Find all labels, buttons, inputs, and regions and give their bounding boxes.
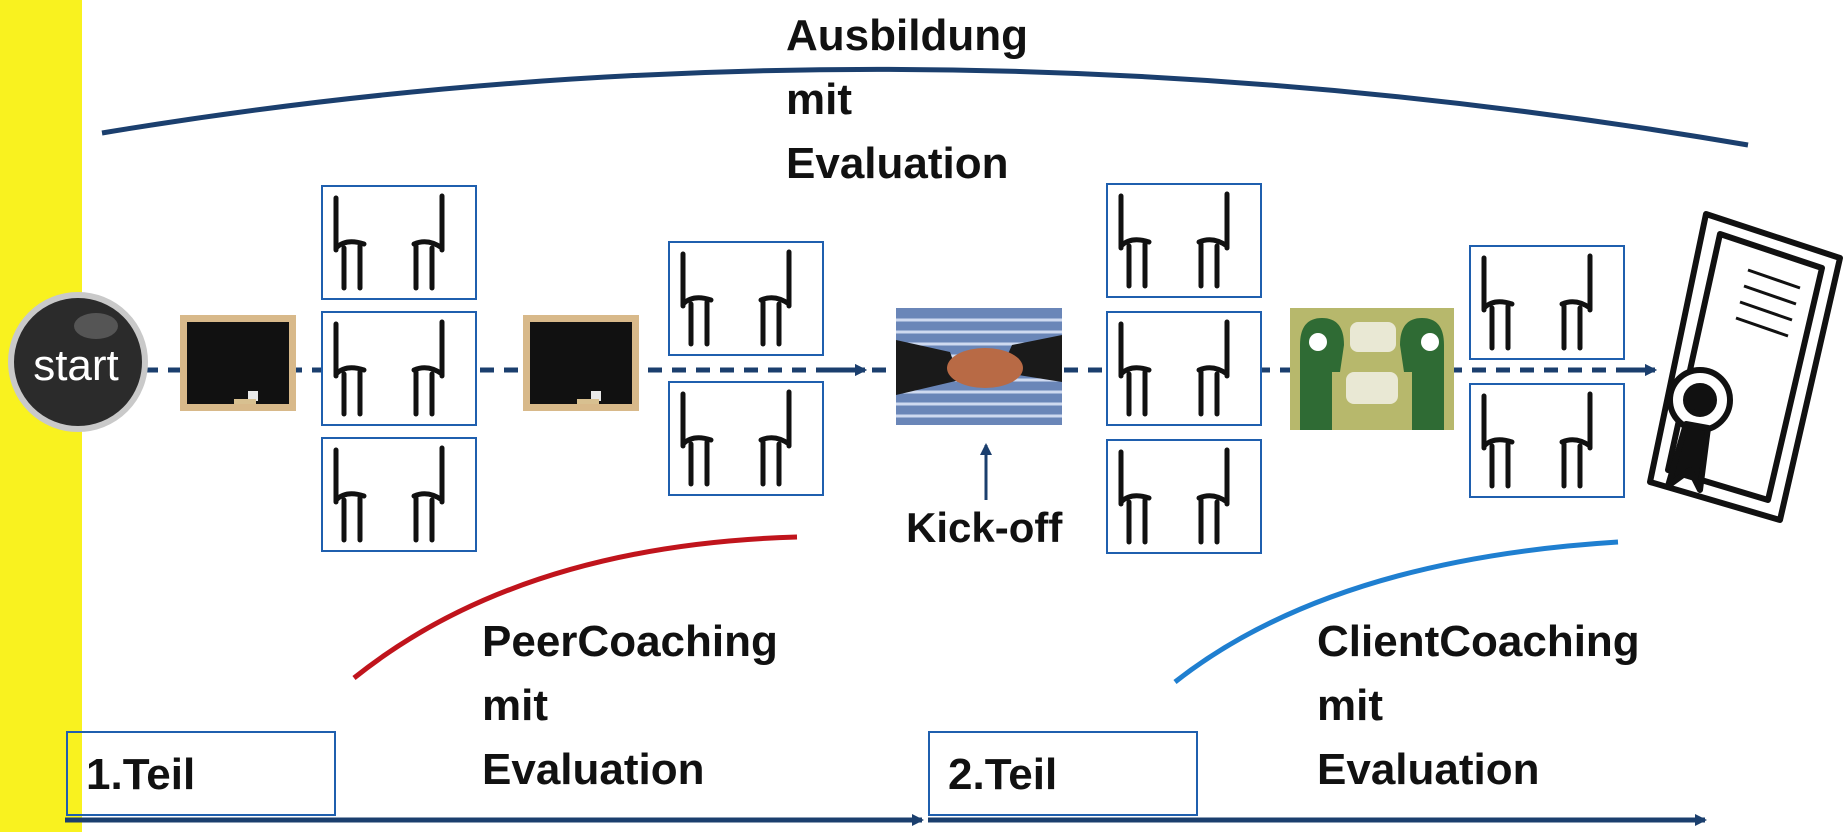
part-1-box [66, 731, 336, 816]
start-button-icon: start [8, 292, 148, 432]
peer-coaching-label: PeerCoaching mit Evaluation [482, 617, 778, 794]
peer-coaching-arc [352, 534, 798, 680]
chairs-column-1 [321, 185, 477, 552]
handshake-photo-icon [896, 308, 1062, 425]
part-1-label: 1.Teil [86, 750, 196, 799]
part-2-label: 2.Teil [948, 750, 1058, 799]
client-coaching-arc [1173, 539, 1619, 684]
chairs-column-4 [1469, 245, 1625, 498]
kickoff-label: Kick-off [906, 504, 1063, 551]
certificate-icon [1647, 211, 1843, 523]
two-heads-dialogue-icon [1290, 308, 1454, 430]
client-coaching-label: ClientCoaching mit Evaluation [1317, 617, 1640, 794]
chairs-column-3 [1106, 183, 1262, 554]
chairs-column-2 [668, 241, 824, 496]
part-2-box [928, 731, 1198, 816]
ausbildung-arc [101, 66, 1749, 148]
blackboard-icon [180, 315, 296, 411]
svg-text:start: start [33, 341, 119, 390]
ausbildung-label: Ausbildung mit Evaluation [786, 11, 1028, 188]
blackboard-icon [523, 315, 639, 411]
